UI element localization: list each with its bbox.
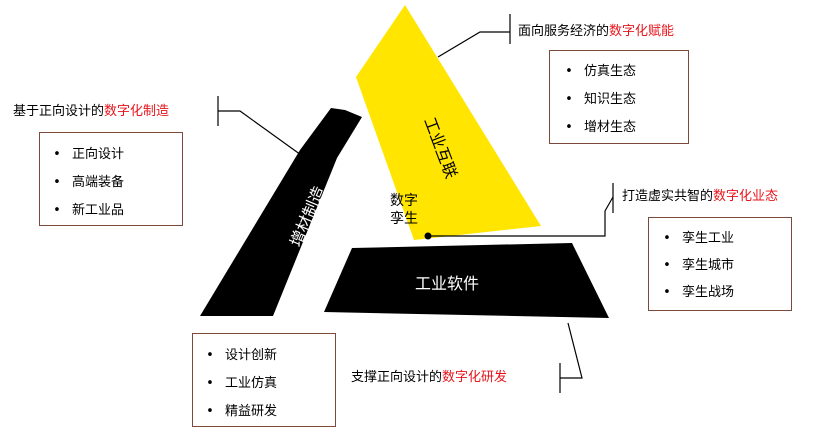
right-callout-prefix: 打造虚实共智的 <box>622 189 714 204</box>
top-callout-box: •仿真生态 •知识生态 •增材生态 <box>549 50 689 144</box>
top-callout-highlight: 数字化赋能 <box>609 24 675 39</box>
bottom-callout-box: •设计创新 •工业仿真 •精益研发 <box>192 333 336 427</box>
left-callout-title: 基于正向设计的数字化制造 <box>13 104 169 120</box>
bottom-callout-title: 支撑正向设计的数字化研发 <box>351 370 507 386</box>
right-callout-box: •孪生工业 •孪生城市 •孪生战场 <box>648 217 792 311</box>
left-callout-leader <box>218 110 309 161</box>
bottom-callout-leader <box>560 322 583 379</box>
right-callout-leader <box>428 196 614 237</box>
left-callout-prefix: 基于正向设计的 <box>13 104 105 119</box>
top-callout-title: 面向服务经济的数字化赋能 <box>518 24 674 40</box>
top-callout-leader <box>437 31 510 58</box>
left-callout-highlight: 数字化制造 <box>104 104 170 119</box>
additive-manufacturing-segment <box>200 108 362 316</box>
bottom-callout-highlight: 数字化研发 <box>442 370 508 385</box>
bottom-callout-prefix: 支撑正向设计的 <box>351 370 443 385</box>
top-callout-prefix: 面向服务经济的 <box>518 24 610 39</box>
center-dot <box>424 232 432 240</box>
left-callout-box: •正向设计 •高端装备 •新工业品 <box>39 132 183 226</box>
center-label: 数字 孪生 <box>384 192 424 228</box>
industrial-internet-segment <box>356 5 541 240</box>
center-label-line-1: 数字 <box>390 193 418 209</box>
right-callout-title: 打造虚实共智的数字化业态 <box>622 189 778 205</box>
industrial-software-segment <box>324 243 609 318</box>
center-label-line-2: 孪生 <box>390 211 418 227</box>
right-callout-highlight: 数字化业态 <box>713 189 779 204</box>
industrial-software-label: 工业软件 <box>415 274 479 293</box>
